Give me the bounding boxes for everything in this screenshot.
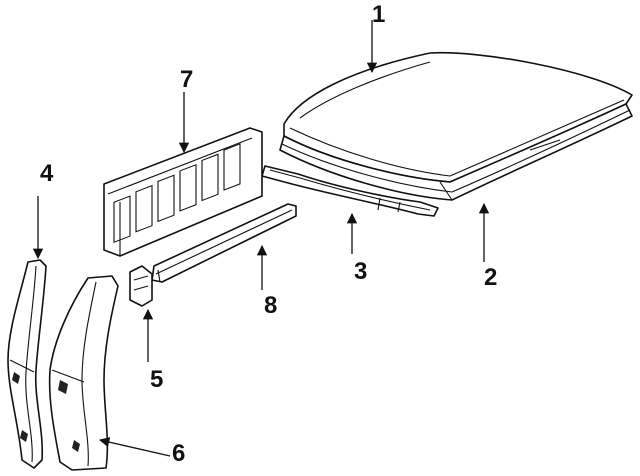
callout-4: 4 bbox=[40, 160, 54, 187]
roof-side-rail bbox=[279, 103, 633, 201]
quarter-pillar bbox=[48, 275, 119, 471]
callout-5: 5 bbox=[150, 366, 164, 393]
callout-8: 8 bbox=[264, 292, 278, 319]
callout-1: 1 bbox=[372, 1, 386, 28]
callout-3: 3 bbox=[354, 258, 368, 285]
rear-pillar bbox=[7, 259, 47, 469]
callout-6: 6 bbox=[172, 440, 186, 467]
bracket bbox=[129, 265, 153, 307]
callout-2: 2 bbox=[484, 264, 498, 291]
back-panel bbox=[103, 127, 263, 257]
leader-6 bbox=[98, 437, 171, 457]
callout-7: 7 bbox=[180, 66, 194, 93]
leader-lines bbox=[32, 20, 490, 457]
roof-rail bbox=[261, 165, 439, 217]
